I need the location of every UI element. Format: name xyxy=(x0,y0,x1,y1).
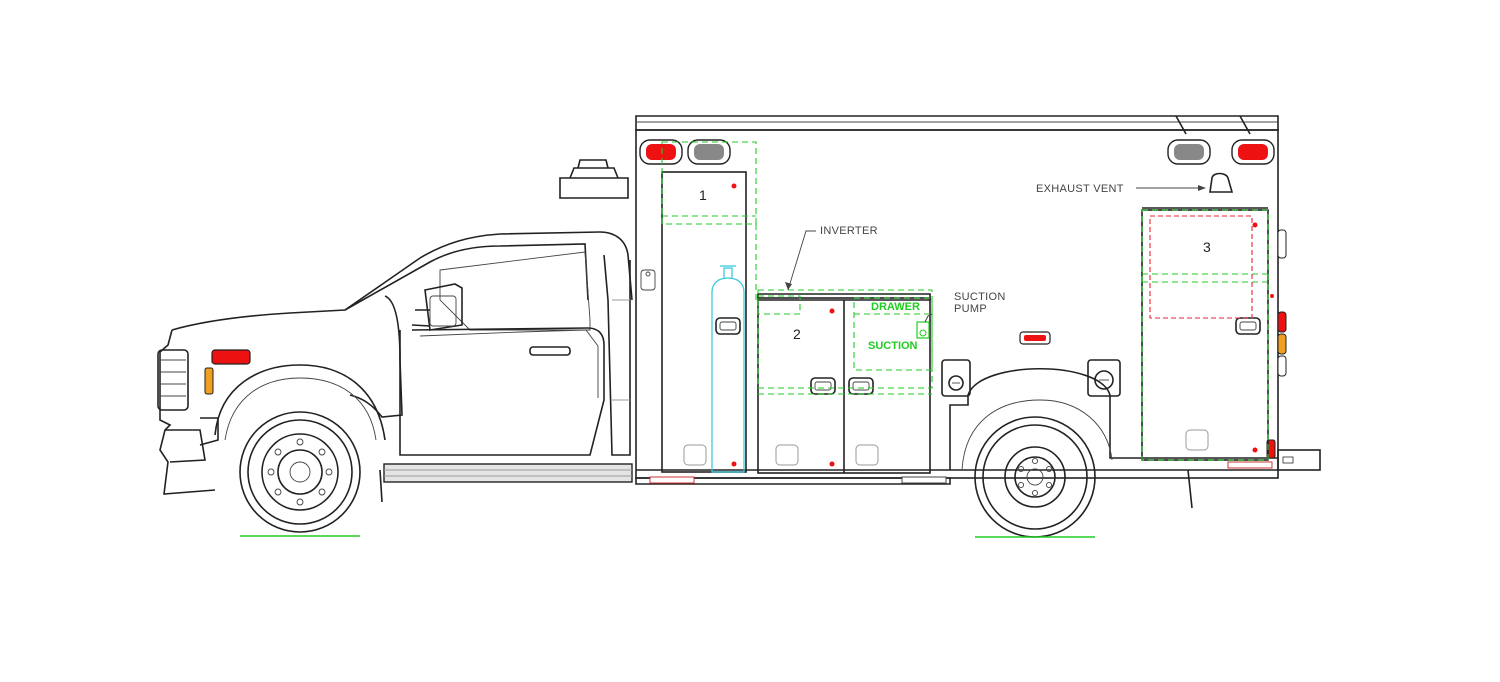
drawer-label: DRAWER xyxy=(871,301,920,313)
suction-pump xyxy=(916,313,933,339)
rear-wheel xyxy=(974,416,1096,538)
compartment-3: 3 xyxy=(1141,207,1274,461)
oxygen-cylinder xyxy=(711,265,745,473)
suction-pump-label-line1: SUCTION xyxy=(954,291,1006,303)
exhaust-vent-label: EXHAUST VENT xyxy=(1036,183,1124,195)
callouts: INVERTER EXHAUST VENT SUCTION PUMP DRAWE… xyxy=(785,183,1206,352)
exhaust-vent-icon xyxy=(1209,172,1234,193)
inverter-label: INVERTER xyxy=(820,225,878,237)
warning-lights xyxy=(639,139,1287,484)
compartment-1: 1 xyxy=(661,141,757,473)
module-body xyxy=(559,115,1321,509)
truck-cab xyxy=(157,231,633,503)
compartment-3-number: 3 xyxy=(1203,239,1211,255)
suction-pump-label-line2: PUMP xyxy=(954,303,987,315)
access-panels xyxy=(640,269,1121,397)
front-wheel xyxy=(239,411,361,537)
compartment-2-number: 2 xyxy=(793,326,801,342)
suction-label: SUCTION xyxy=(868,340,918,352)
compartment-2: 2 xyxy=(757,289,933,474)
compartment-1-number: 1 xyxy=(699,187,707,203)
